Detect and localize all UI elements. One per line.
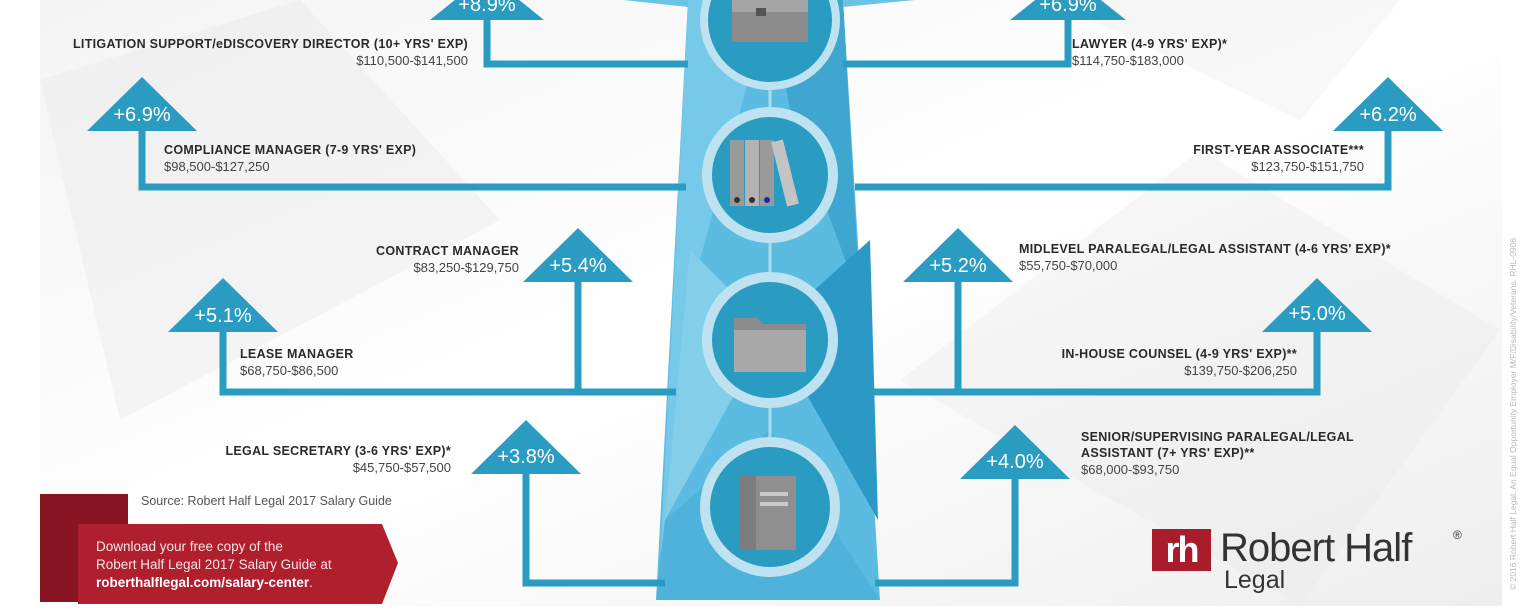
position-title: LEASE MANAGER xyxy=(240,347,354,361)
download-cta: Download your free copy of the Robert Ha… xyxy=(96,538,332,592)
position-title: LITIGATION SUPPORT/eDISCOVERY DIRECTOR (… xyxy=(73,37,468,51)
position-lawyer: LAWYER (4-9 YRS' EXP)* $114,750-$183,000 xyxy=(1072,36,1227,69)
salary-center-link[interactable]: roberthalflegal.com/salary-center xyxy=(96,575,310,590)
position-salary: $114,750-$183,000 xyxy=(1072,53,1184,68)
increase-badge-legal-secretary: +3.8% xyxy=(497,446,555,468)
position-title: IN-HOUSE COUNSEL (4-9 YRS' EXP)** xyxy=(1061,347,1297,361)
increase-badge-litigation: +8.9% xyxy=(458,0,516,16)
increase-badge-contract: +5.4% xyxy=(549,255,607,277)
notebook-icon xyxy=(700,437,840,577)
cta-line-2: Robert Half Legal 2017 Salary Guide at xyxy=(96,557,332,572)
position-title: COMPLIANCE MANAGER (7-9 YRS' EXP) xyxy=(164,143,417,157)
cta-period: . xyxy=(309,575,313,590)
cta-line-1: Download your free copy of the xyxy=(96,539,283,554)
position-title: CONTRACT MANAGER xyxy=(376,244,519,258)
position-in-house-counsel: IN-HOUSE COUNSEL (4-9 YRS' EXP)** $139,7… xyxy=(1000,346,1297,379)
binders-icon xyxy=(702,107,838,243)
increase-badge-midlevel: +5.2% xyxy=(929,255,987,277)
file-box-icon xyxy=(700,0,840,90)
position-salary: $83,250-$129,750 xyxy=(413,260,519,275)
position-senior-paralegal: SENIOR/SUPERVISING PARALEGAL/LEGAL ASSIS… xyxy=(1081,429,1354,478)
position-title: LEGAL SECRETARY (3-6 YRS' EXP)* xyxy=(225,444,451,458)
position-salary: $98,500-$127,250 xyxy=(164,159,270,174)
source-note: Source: Robert Half Legal 2017 Salary Gu… xyxy=(141,494,392,508)
position-compliance-manager: COMPLIANCE MANAGER (7-9 YRS' EXP) $98,50… xyxy=(164,142,416,175)
position-salary: $139,750-$206,250 xyxy=(1184,363,1297,378)
position-salary: $68,750-$86,500 xyxy=(240,363,339,378)
folder-icon xyxy=(702,272,838,408)
download-banner xyxy=(40,494,398,604)
position-salary: $110,500-$141,500 xyxy=(356,53,468,68)
increase-badge-senior-paralegal: +4.0% xyxy=(986,451,1044,473)
increase-badge-in-house: +5.0% xyxy=(1288,303,1346,325)
increase-badge-first-year: +6.2% xyxy=(1359,104,1417,126)
position-salary: $68,000-$93,750 xyxy=(1081,462,1180,477)
increase-badge-compliance: +6.9% xyxy=(113,104,171,126)
position-lease-manager: LEASE MANAGER $68,750-$86,500 xyxy=(240,346,354,379)
position-contract-manager: CONTRACT MANAGER $83,250-$129,750 xyxy=(330,243,519,276)
position-salary: $45,750-$57,500 xyxy=(352,460,451,475)
increase-badge-lawyer: +6.9% xyxy=(1039,0,1097,16)
increase-badge-lease: +5.1% xyxy=(194,305,252,327)
position-title: FIRST-YEAR ASSOCIATE*** xyxy=(1193,143,1364,157)
position-title: MIDLEVEL PARALEGAL/LEGAL ASSISTANT (4-6 … xyxy=(1019,242,1391,256)
position-midlevel-paralegal: MIDLEVEL PARALEGAL/LEGAL ASSISTANT (4-6 … xyxy=(1019,241,1391,274)
brand-name: Robert Half xyxy=(1220,526,1412,570)
registered-mark: ® xyxy=(1453,528,1462,542)
position-title: SENIOR/SUPERVISING PARALEGAL/LEGAL xyxy=(1081,430,1354,444)
position-title-line2: ASSISTANT (7+ YRS' EXP)** xyxy=(1081,446,1255,460)
position-salary: $55,750-$70,000 xyxy=(1019,258,1118,273)
rh-logo-mark: rh xyxy=(1152,529,1211,571)
arrow-heads xyxy=(87,0,1443,479)
position-legal-secretary: LEGAL SECRETARY (3-6 YRS' EXP)* $45,750-… xyxy=(200,443,451,476)
brand-division: Legal xyxy=(1224,566,1286,594)
position-title: LAWYER (4-9 YRS' EXP)* xyxy=(1072,37,1228,51)
copyright-footnote: © 2016 Robert Half Legal. An Equal Oppor… xyxy=(1508,237,1518,590)
connectors xyxy=(138,15,1392,587)
position-salary: $123,750-$151,750 xyxy=(1251,159,1364,174)
position-litigation-director: LITIGATION SUPPORT/eDISCOVERY DIRECTOR (… xyxy=(50,36,468,69)
position-first-year-associate: FIRST-YEAR ASSOCIATE*** $123,750-$151,75… xyxy=(1100,142,1364,175)
